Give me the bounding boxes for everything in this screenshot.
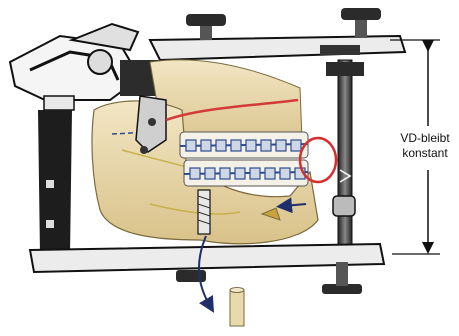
lower-bracket — [235, 168, 245, 179]
ramus-spring-element — [198, 190, 210, 234]
upper-bracket — [276, 140, 286, 151]
upper-frame-arm — [150, 36, 405, 60]
left-support-post — [38, 110, 72, 255]
lower-bracket — [280, 168, 290, 179]
lower-bracket — [265, 168, 275, 179]
upper-bracket — [216, 140, 226, 151]
top-right-knob — [341, 8, 381, 38]
right-incisal-pin — [326, 60, 364, 250]
upper-bracket — [201, 140, 211, 151]
vertical-dimension-label: VD-bleibt konstant — [384, 131, 459, 161]
upper-bracket — [231, 140, 241, 151]
upper-bracket — [246, 140, 256, 151]
upper-bracket — [186, 140, 196, 151]
lower-bracket — [250, 168, 260, 179]
vd-label-line2: konstant — [384, 146, 459, 161]
condylar-guide — [10, 24, 160, 110]
vd-label-line1: VD-bleibt — [384, 131, 459, 146]
lower-bracket — [205, 168, 215, 179]
upper-bracket — [291, 140, 301, 151]
cylinder-part — [230, 288, 244, 327]
lower-bracket — [220, 168, 230, 179]
lower-bracket — [190, 168, 200, 179]
upper-bracket — [261, 140, 271, 151]
lower-frame-base — [30, 244, 384, 294]
top-left-knob — [186, 14, 226, 40]
